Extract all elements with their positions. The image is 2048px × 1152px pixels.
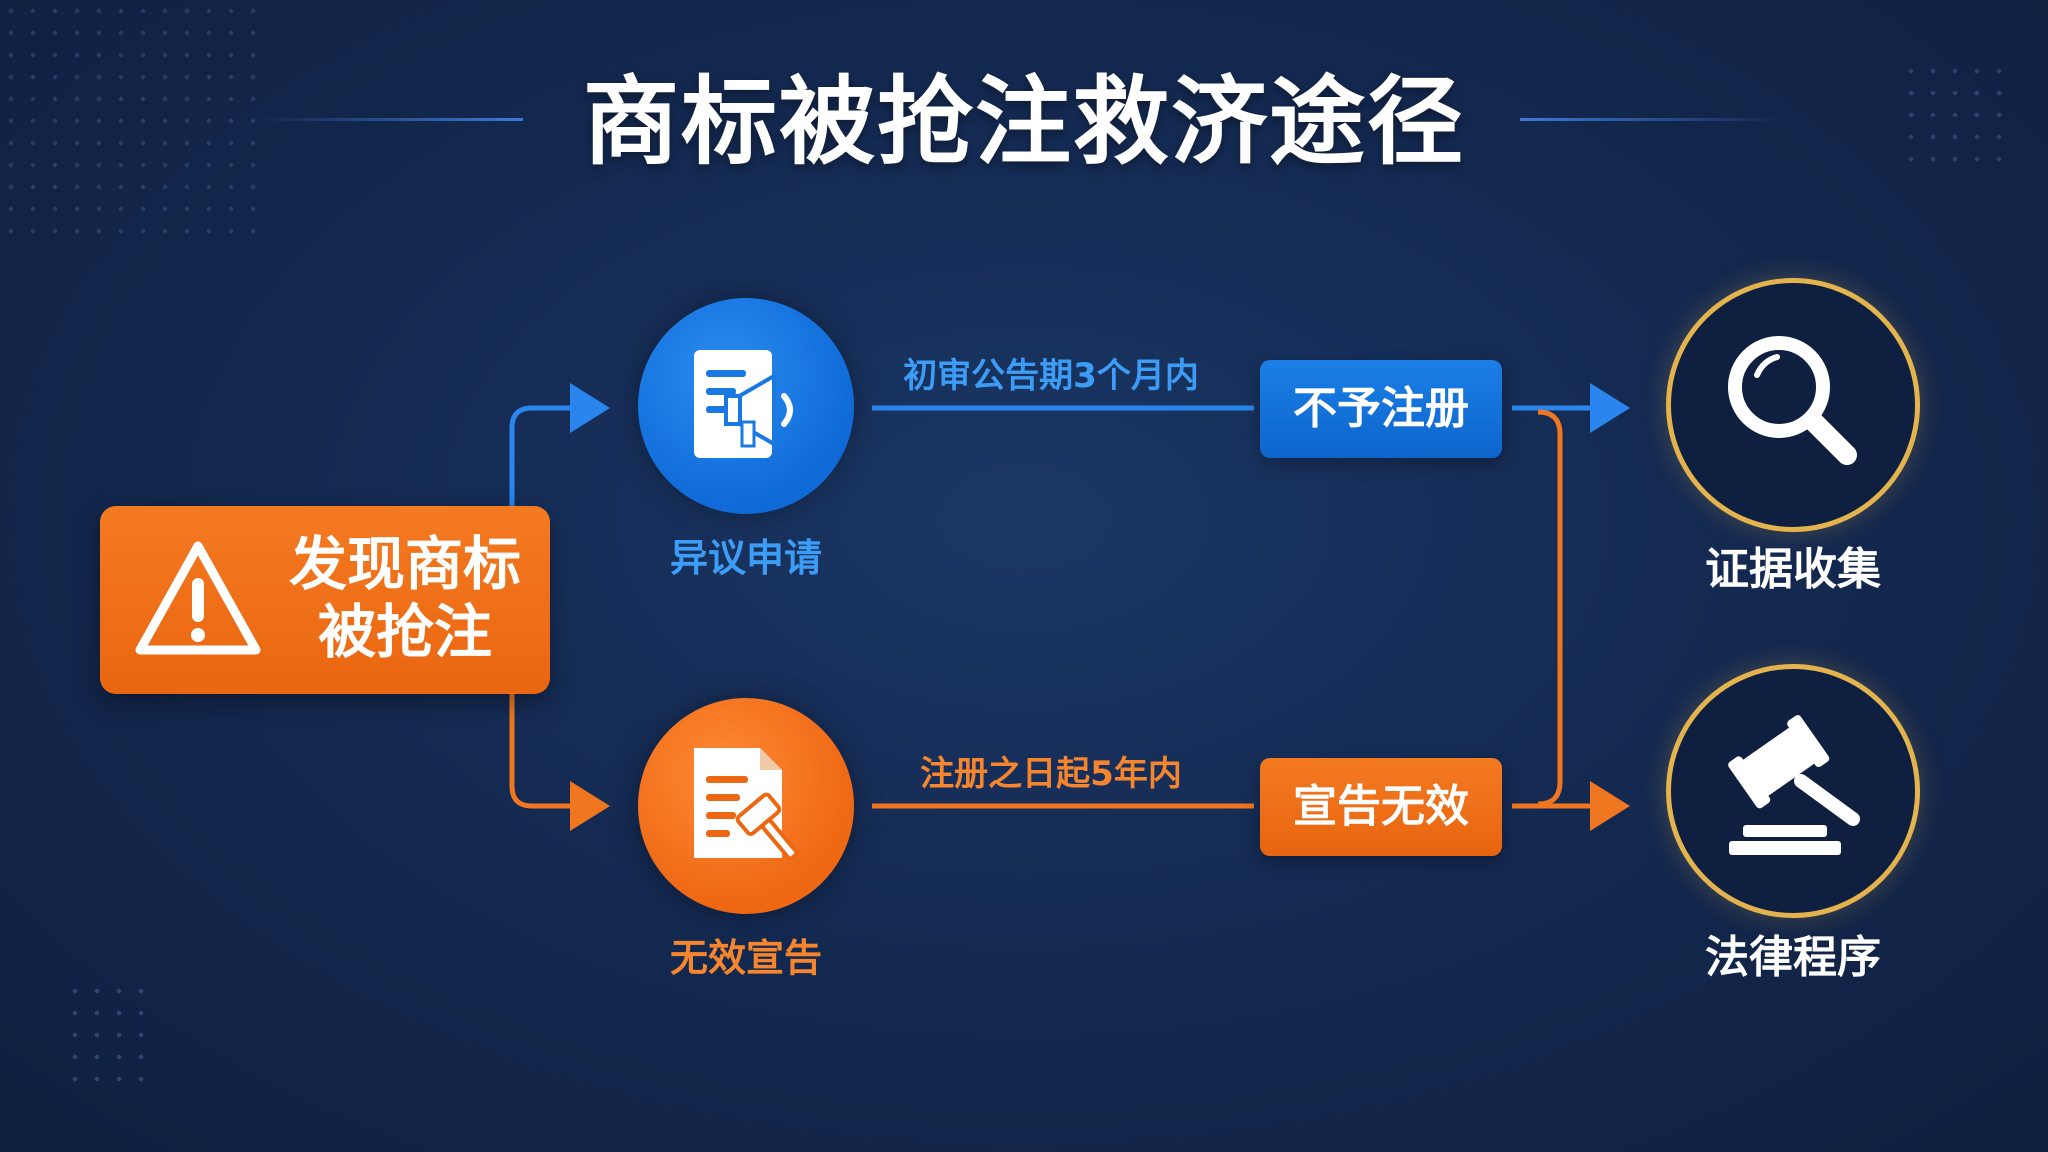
warning-icon — [135, 541, 261, 655]
legal-label: 法律程序 — [1705, 932, 1881, 983]
start-label-line2: 被抢注 — [317, 598, 492, 666]
title-rule-left — [258, 118, 523, 121]
magnifier-icon — [1728, 336, 1857, 465]
objection-condition: 初审公告期3个月内 — [903, 356, 1199, 396]
invalid-result: 宣告无效 — [1260, 758, 1502, 856]
objection-node — [638, 298, 854, 514]
document-gavel-icon — [694, 748, 799, 861]
reject-result: 不予注册 — [1260, 360, 1502, 458]
announcement-icon — [694, 350, 793, 458]
evidence-label: 证据收集 — [1705, 544, 1881, 595]
title-rule-right — [1520, 118, 1785, 121]
invalidation-node — [638, 698, 854, 914]
objection-label: 异议申请 — [669, 536, 822, 580]
evidence-node — [1666, 278, 1920, 532]
gavel-icon — [1728, 715, 1860, 855]
start-label-line1: 发现商标 — [288, 530, 521, 598]
invalidation-label: 无效宣告 — [669, 936, 822, 980]
legal-node — [1666, 664, 1920, 918]
connector-start-to-objection — [509, 383, 610, 506]
connector-start-to-invalidation — [509, 694, 610, 831]
connector-cross-link — [1537, 409, 1563, 807]
decor-dots-top-right — [1900, 60, 2010, 170]
decor-dots-top-left — [0, 0, 260, 240]
invalidation-condition: 注册之日起5年内 — [920, 754, 1182, 794]
decor-dots-bottom-left — [64, 980, 154, 1090]
page-title: 商标被抢注救济途径 — [583, 66, 1465, 178]
start-node: 发现商标 被抢注 — [100, 506, 550, 694]
start-label: 发现商标 被抢注 — [270, 530, 540, 666]
